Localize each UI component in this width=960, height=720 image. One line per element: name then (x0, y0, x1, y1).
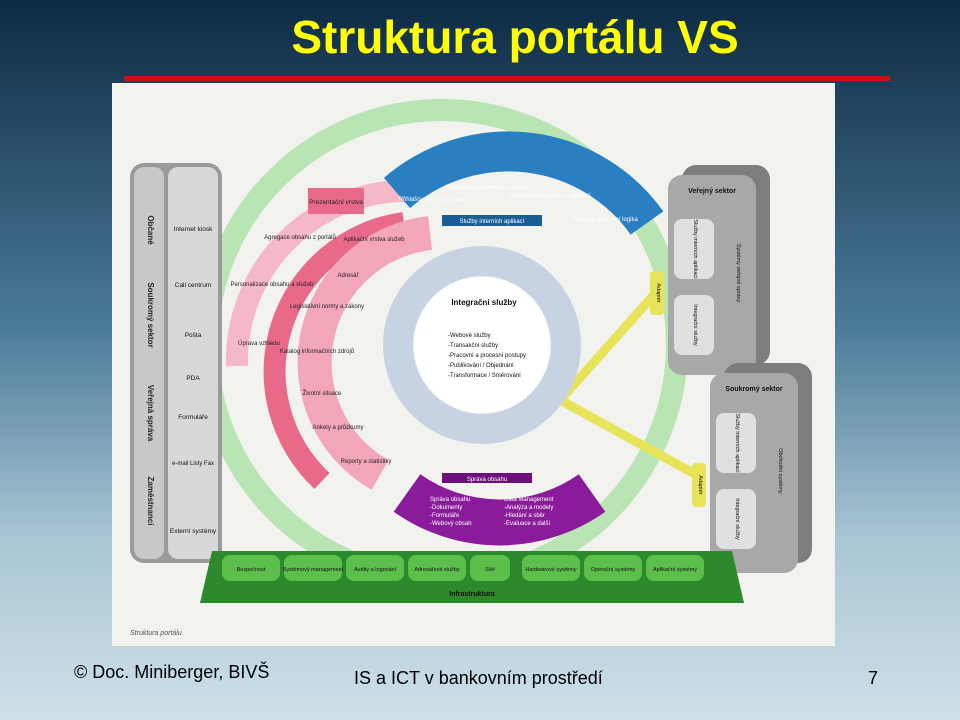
private-title: Soukromý sektor (725, 386, 782, 393)
purple-arc (393, 473, 606, 546)
purple-a-0: Správa obsahu (430, 497, 470, 503)
infra-title: Infrastruktura (449, 591, 495, 598)
pink-top-box (308, 188, 364, 214)
private-integration-box (716, 489, 756, 549)
public-left: Služby interních aplikací (692, 219, 698, 279)
center-title: Integrační služby (451, 298, 517, 307)
channel-2: Pošta (185, 332, 202, 339)
infra-block-1 (284, 555, 342, 581)
page-number: 7 (868, 668, 879, 688)
pink-mid-2: Legislativní normy a zákony (290, 304, 364, 310)
purple-b-0: Data Management (504, 497, 554, 503)
infra-block-5 (522, 555, 580, 581)
pink-mid-4: Životní situace (303, 389, 342, 397)
channels-column (168, 167, 218, 559)
purple-b-3: -Evaluace a další (504, 521, 550, 527)
pink-mid-5: Ankety a průzkumy (312, 424, 363, 431)
center-item-0: -Webové služby (448, 333, 491, 339)
public-integration-box (674, 295, 714, 355)
pink-mid-6: Reporty a statistiky (341, 459, 392, 465)
footer-course: IS a ICT v bankovním prostředí (354, 668, 603, 688)
adapter-private-label: Adaptér (697, 475, 703, 494)
slide-title: Struktura portálu VS (291, 11, 739, 63)
infrastructure-blocks (222, 555, 704, 581)
user-group-2: Veřejná správa (146, 385, 155, 442)
adapter-private (692, 463, 706, 507)
center-item-4: -Transformace / Směrování (448, 373, 521, 379)
purple-bar (442, 473, 532, 483)
public-title: Veřejný sektor (688, 188, 736, 195)
blue-3: Procesy, aplikační logika (572, 217, 638, 223)
pink-outer-2: Úprava vzhledu (238, 340, 280, 347)
private-lower: Integrační služby (734, 498, 740, 540)
diagram-svg: Občané Soukromý sektor Veřejná správa Za… (112, 83, 835, 646)
public-lower: Integrační služby (692, 304, 698, 346)
channel-6: Externí systémy (170, 528, 217, 535)
user-group-3: Zaměstnanci (146, 477, 155, 526)
infra-block-4 (470, 555, 510, 581)
adapter-public-label: Adaptér (655, 283, 661, 302)
portal-structure-diagram: Občané Soukromý sektor Veřejná správa Za… (112, 83, 835, 646)
integration-ring (383, 246, 581, 444)
channel-5: e-mail Listy Fax (172, 461, 214, 467)
blue-2: Administrace portálu a aplikací (509, 193, 591, 199)
purple-b-1: -Analýza a modely (504, 505, 553, 511)
title-rule (124, 76, 890, 81)
infra-block-7 (646, 555, 704, 581)
footer-author: © Doc. Miniberger, BIVŠ (74, 662, 270, 682)
pink-mid-3: Katalog informačních zdrojů (280, 348, 354, 355)
infra-label-1: Systémový management (283, 567, 344, 573)
private-right: Obchodní systémy (777, 448, 783, 494)
private-internal-box (716, 413, 756, 473)
connector-private (559, 397, 705, 482)
pink-mid-0: Aplikační vrstva služeb (343, 237, 405, 243)
blue-1: Administrace uživatelů a profilů (444, 184, 527, 191)
public-internal-box (674, 219, 714, 279)
pink-inner-arc (297, 216, 433, 490)
user-group-0: Občané (146, 215, 155, 245)
adapter-public (650, 271, 664, 315)
infra-label-5: Hardwarové systémy (525, 567, 577, 573)
integration-core (414, 277, 550, 413)
channel-4: Formuláře (178, 414, 208, 421)
channel-1: Call centrum (175, 282, 211, 289)
connector-public (558, 285, 664, 401)
center-item-3: -Publikování / Objednání (448, 363, 514, 369)
purple-bar-label: Správa obsahu (467, 477, 507, 483)
infra-label-3: Adresářové služby (414, 567, 459, 573)
public-right: Systémy veřejné správy (735, 244, 741, 303)
channel-0: Internet kiosk (174, 226, 213, 233)
figure-caption: Struktura portálu (130, 630, 182, 637)
infra-block-0 (222, 555, 280, 581)
pink-middle-arc (263, 212, 406, 490)
purple-a-2: -Formuláře (430, 513, 460, 519)
infra-label-0: Bezpečnost (237, 567, 266, 573)
user-groups-column (134, 167, 164, 559)
pink-outer-1: Personalizace obsahu a služeb (230, 282, 314, 288)
infra-label-6: Operační systémy (591, 567, 636, 573)
user-group-1: Soukromý sektor (146, 282, 155, 347)
center-item-2: -Pracovní a procesní postupy (448, 353, 526, 359)
blue-bar (442, 215, 542, 226)
infra-label-2: Audity a logování (354, 567, 397, 573)
channel-3: PDA (186, 375, 200, 382)
pink-outer-0: Agregace obsahu z portálů (264, 234, 336, 241)
center-item-1: -Transakční služby (448, 343, 498, 349)
infra-block-3 (408, 555, 466, 581)
blue-arc (383, 131, 664, 235)
infra-label-4: Sítě (485, 567, 495, 573)
pink-outer-arc (225, 179, 413, 367)
purple-a-3: -Webový obsah (430, 521, 472, 527)
pink-mid-1: Adresář (337, 273, 359, 279)
infra-block-2 (346, 555, 404, 581)
blue-0: Přihlašování a registrace (399, 197, 466, 203)
purple-a-1: -Dokumenty (430, 505, 462, 511)
infra-label-7: Aplikační systémy (653, 567, 697, 573)
infra-block-6 (584, 555, 642, 581)
blue-bar-label: Služby interních aplikací (460, 219, 525, 225)
purple-b-2: -Hledání a sběr (504, 513, 545, 519)
private-left: Služby interních aplikací (734, 413, 740, 473)
pink-top-label: Prezentační vrstva (309, 199, 363, 206)
